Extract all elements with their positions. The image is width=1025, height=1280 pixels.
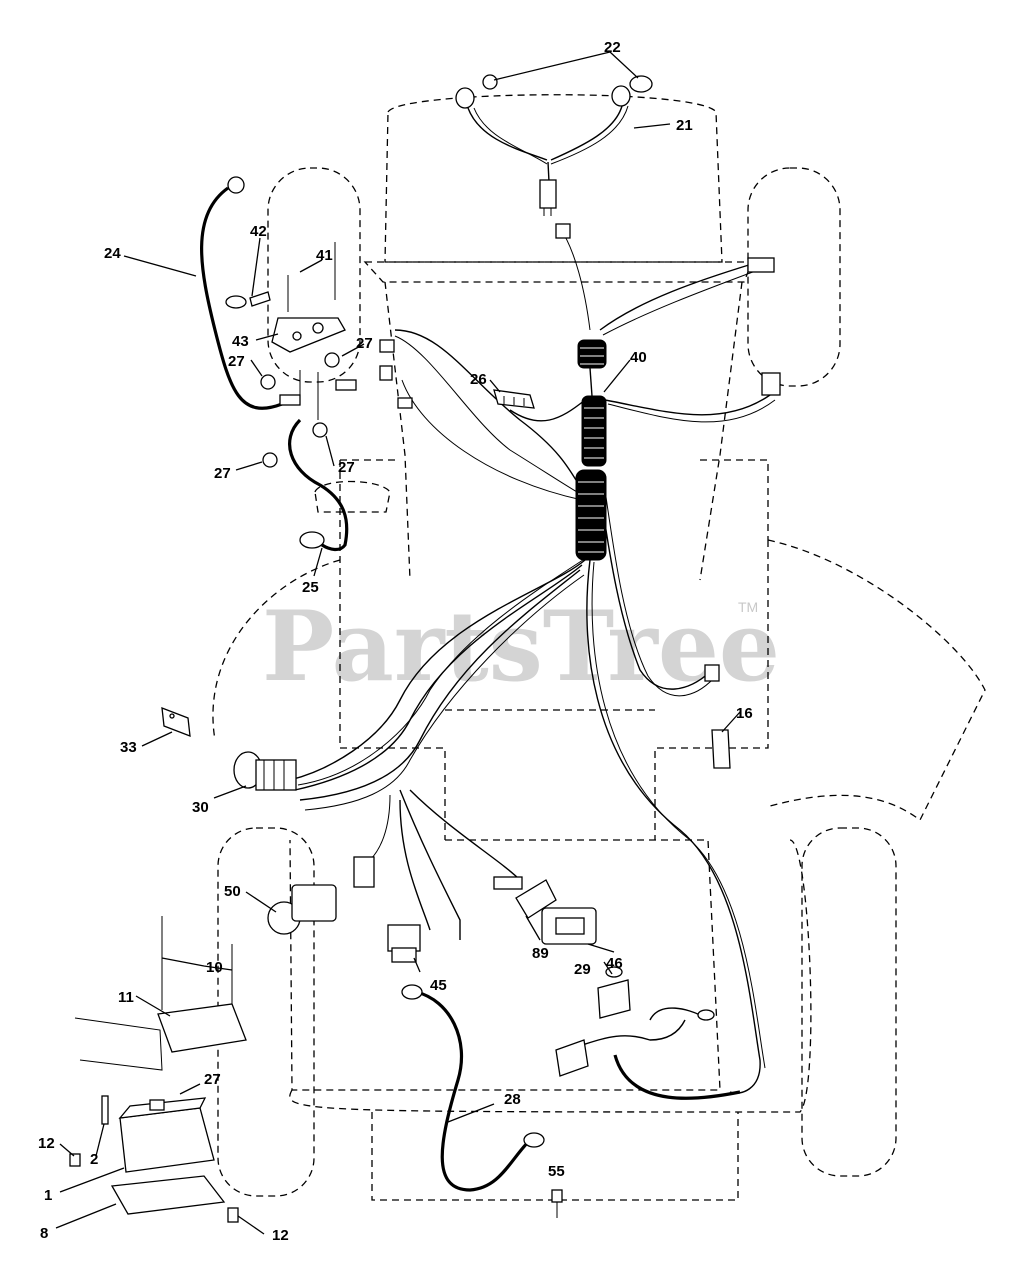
battery-cables bbox=[200, 176, 349, 552]
callout-89: 89 bbox=[532, 945, 549, 962]
main-harness bbox=[289, 223, 781, 1094]
callout-27-e: 27 bbox=[204, 1071, 221, 1088]
callout-50: 50 bbox=[224, 883, 241, 900]
callout-46: 46 bbox=[606, 955, 623, 972]
watermark-trademark: TM bbox=[738, 599, 758, 615]
callout-45: 45 bbox=[430, 977, 447, 994]
callout-26: 26 bbox=[470, 371, 487, 388]
callout-55: 55 bbox=[548, 1163, 565, 1180]
callout-22: 22 bbox=[604, 39, 621, 56]
headlight-harness bbox=[455, 74, 653, 216]
coil-cord bbox=[401, 984, 741, 1192]
callout-27-a: 27 bbox=[228, 353, 245, 370]
callout-40: 40 bbox=[630, 349, 647, 366]
callout-1: 1 bbox=[44, 1187, 52, 1204]
callout-24: 24 bbox=[104, 245, 121, 262]
components-mid bbox=[161, 707, 731, 791]
callout-2: 2 bbox=[90, 1151, 98, 1168]
callout-12-a: 12 bbox=[38, 1135, 55, 1152]
callout-12-b: 12 bbox=[272, 1227, 289, 1244]
callout-10: 10 bbox=[206, 959, 223, 976]
callout-27-b: 27 bbox=[356, 335, 373, 352]
callout-21: 21 bbox=[676, 117, 693, 134]
callout-8: 8 bbox=[40, 1225, 48, 1242]
tractor-outline bbox=[212, 94, 986, 1201]
components-lower bbox=[267, 879, 631, 1019]
battery-assembly bbox=[69, 916, 247, 1223]
connector-26 bbox=[493, 389, 535, 409]
callout-16: 16 bbox=[736, 705, 753, 722]
leader-lines bbox=[55, 51, 741, 1235]
callout-28: 28 bbox=[504, 1091, 521, 1108]
callouts: 22 21 24 42 41 43 27 27 40 26 27 27 25 3… bbox=[38, 39, 753, 1244]
conduit bbox=[575, 339, 607, 561]
callout-27-c: 27 bbox=[214, 465, 231, 482]
solenoid-group bbox=[225, 242, 413, 468]
callout-11: 11 bbox=[118, 989, 134, 1006]
callout-30: 30 bbox=[192, 799, 209, 816]
callout-29: 29 bbox=[574, 961, 591, 978]
callout-25: 25 bbox=[302, 579, 319, 596]
callout-33: 33 bbox=[120, 739, 137, 756]
callout-41: 41 bbox=[316, 247, 333, 264]
callout-42: 42 bbox=[250, 223, 267, 240]
callout-27-d: 27 bbox=[338, 459, 355, 476]
screw-55 bbox=[551, 1189, 563, 1218]
callout-43: 43 bbox=[232, 333, 249, 350]
